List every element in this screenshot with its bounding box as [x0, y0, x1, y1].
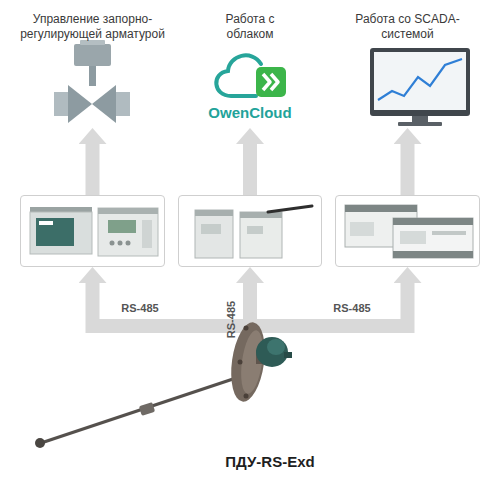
gateway-devices — [195, 206, 312, 258]
cloud-icon — [216, 55, 286, 97]
signal-arrow — [93, 283, 251, 345]
node-heading: Работа со SCADA-системой — [350, 12, 465, 42]
monitor-icon — [370, 48, 470, 126]
level-sensor-illustration — [35, 320, 292, 448]
device-panel — [335, 195, 480, 267]
signal-arrow — [86, 144, 100, 195]
device-panel — [178, 195, 322, 267]
function-group: Управление запорно-регулирующей арматуро… — [10, 8, 175, 128]
device-name: ПДУ-RS-Exd — [200, 453, 340, 472]
bus-label: RS-485 — [322, 302, 382, 315]
signal-arrow — [401, 144, 415, 195]
plc-devices — [345, 205, 473, 258]
function-group: Работа со SCADA-системой — [330, 8, 485, 128]
node-heading: Работа с облаком — [210, 12, 290, 42]
function-group: Работа с облакомOwenCloud — [185, 8, 315, 128]
bus-label: RS-485 — [225, 296, 238, 344]
valve-icon — [54, 40, 130, 123]
signal-arrow — [243, 144, 257, 195]
signal-arrow — [250, 283, 408, 345]
logo-text: OwenCloud — [185, 104, 315, 123]
controller-devices — [30, 207, 158, 256]
node-heading: Управление запорно-регулирующей арматуро… — [10, 12, 175, 42]
bus-label: RS-485 — [110, 302, 170, 315]
level-sensor: ПДУ-RS-Exd — [200, 345, 340, 475]
device-panel — [20, 195, 165, 267]
